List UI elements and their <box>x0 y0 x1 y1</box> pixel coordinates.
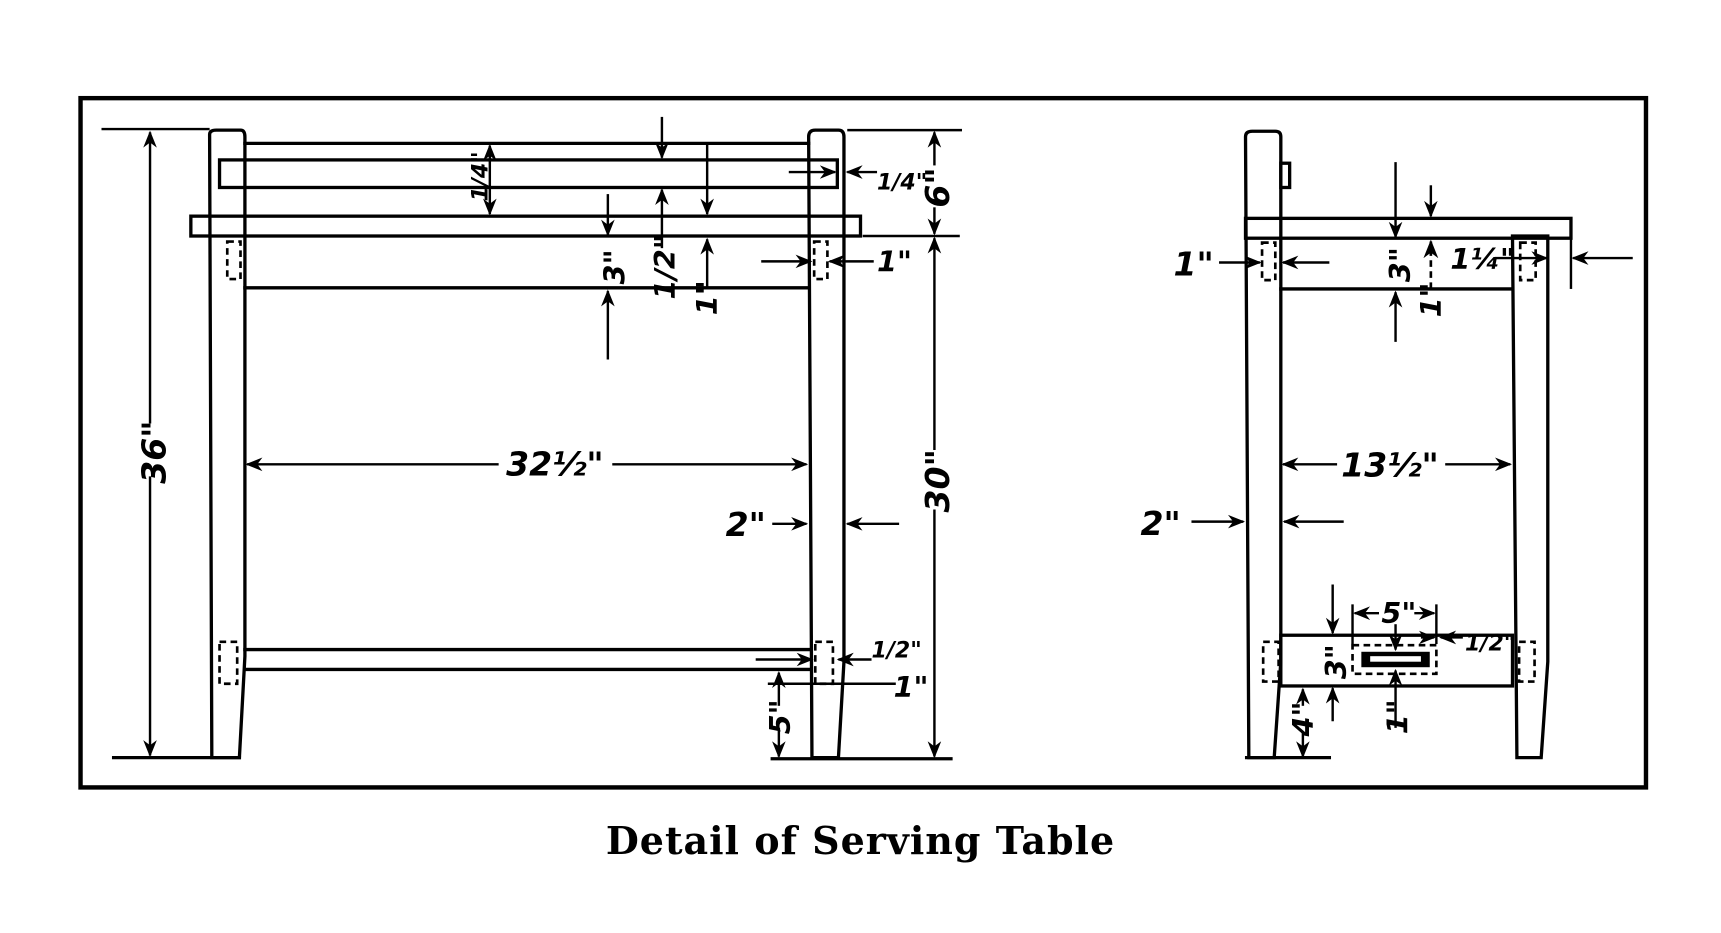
dim-stretcher-thickness: 1" <box>894 670 929 704</box>
side-apron-tenon-left <box>1260 241 1277 282</box>
dim-stretcher-height: 5" <box>763 699 797 734</box>
side-dim-leg-width: 2" <box>1140 504 1180 543</box>
side-dim-apron-height: 3" <box>1383 247 1417 282</box>
side-stretcher-tenon-left <box>1261 640 1280 683</box>
drawing-caption: Detail of Serving Table <box>605 818 1116 863</box>
dim-stretcher-half: 1/2" <box>872 638 922 663</box>
side-dim-stretcher-width: 5" <box>1381 596 1416 630</box>
dim-apron-height: 3" <box>597 249 631 284</box>
dim-back-rail-height: 6" <box>918 167 957 207</box>
dim-board-thickness: 1/4" <box>469 151 494 201</box>
side-view: 1" 3" 1" 1¼" 13½" 2" 5" 3" <box>1140 129 1633 760</box>
side-table-top <box>1243 216 1573 240</box>
table-top <box>189 214 863 238</box>
dim-table-height: 30" <box>918 449 957 512</box>
side-dim-mortise-half: 1/2" <box>1465 632 1515 657</box>
side-dim-mortise-height: 1" <box>1381 699 1415 734</box>
front-left-leg <box>207 128 247 760</box>
side-front-leg <box>1510 234 1550 760</box>
back-board <box>217 158 839 190</box>
side-dim-inside-depth: 13½" <box>1341 445 1439 484</box>
side-stretcher-tenon-right <box>1517 640 1536 683</box>
side-apron-tenon-right <box>1518 241 1537 282</box>
side-dim-apron-inset: 1" <box>1174 245 1214 284</box>
front-view: 36" 6" 30" 1/4" 1/4" 1/2" 1" 3" 1" <box>101 116 962 761</box>
side-dim-top-overhang: 1¼" <box>1450 242 1515 276</box>
dim-overall-height: 36" <box>134 421 173 484</box>
apron-tenon-right <box>812 240 829 281</box>
side-back-leg <box>1243 129 1283 760</box>
dim-apron-inset: 1" <box>877 244 912 278</box>
side-dim-stretcher-floor: 4" <box>1286 702 1320 738</box>
mortise-slot-inner <box>1370 656 1421 662</box>
side-dim-stretcher-height: 3" <box>1319 644 1353 679</box>
stretcher-tenon-left <box>218 640 239 686</box>
back-board-edge <box>1279 161 1292 190</box>
stretcher-tenon-right <box>813 640 835 686</box>
apron-tenon-left <box>225 240 242 281</box>
dim-leg-width: 2" <box>726 505 766 544</box>
front-right-leg <box>806 128 846 760</box>
dim-top-thickness: 1" <box>690 280 724 315</box>
dim-board-gap: 1/4" <box>877 171 927 196</box>
side-dim-top-thickness: 1" <box>1414 283 1448 318</box>
dim-half-inch: 1/2" <box>648 234 682 299</box>
dim-inside-width: 32½" <box>506 444 604 483</box>
drawing-border <box>78 95 1649 790</box>
